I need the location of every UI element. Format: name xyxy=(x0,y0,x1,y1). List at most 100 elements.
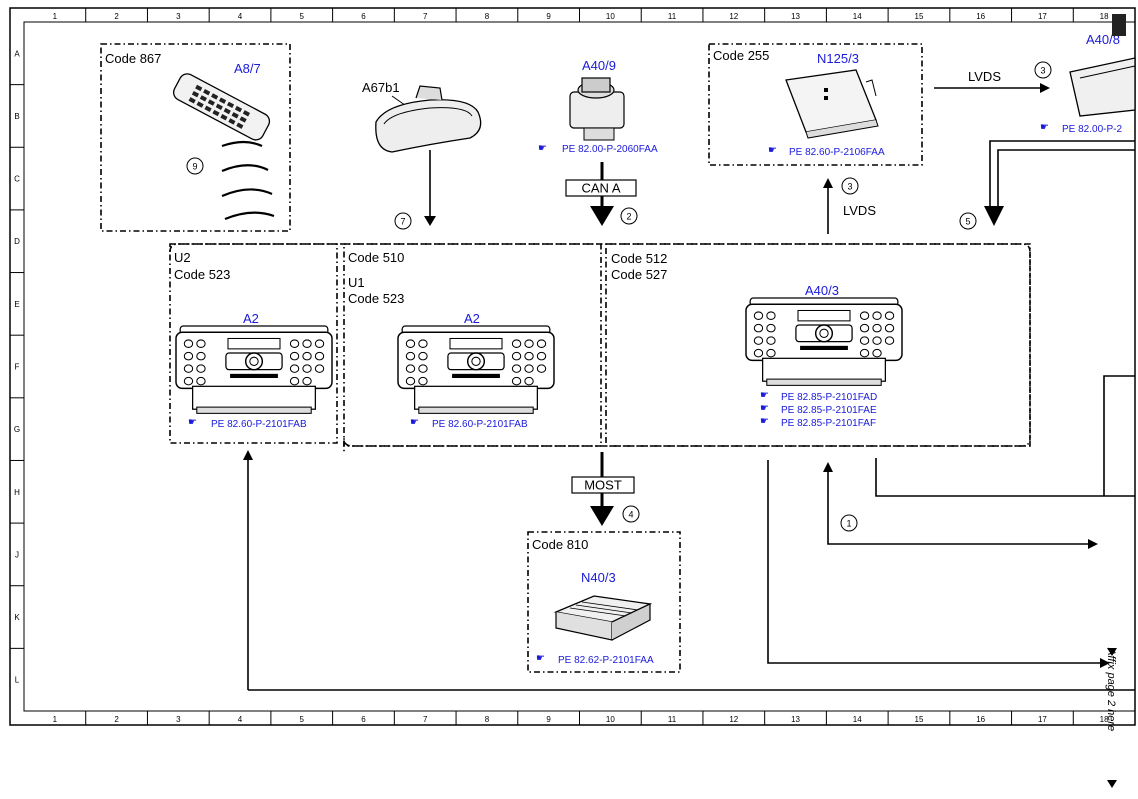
radio-u2-line2: Code 523 xyxy=(174,267,230,282)
callout-3-side xyxy=(841,177,859,195)
n125-id: N125/3 xyxy=(817,51,859,66)
controller-id: A40/9 xyxy=(582,58,616,73)
grid-col-top: 4 xyxy=(238,12,243,21)
radio-u1-line1: Code 510 xyxy=(348,250,404,265)
amp-ref-icon: ☛ xyxy=(536,653,545,664)
remote-code: Code 867 xyxy=(105,51,161,66)
display-ref-icon: ☛ xyxy=(1040,122,1049,133)
line-1-arrowhead xyxy=(1100,658,1110,668)
n125-module-icon xyxy=(785,69,879,139)
callout-4 xyxy=(622,505,640,523)
grid-col-bottom: 11 xyxy=(668,715,677,724)
callout-5 xyxy=(959,212,977,230)
radio-u1-line2: U1 xyxy=(348,275,365,290)
radio-u1-id: A2 xyxy=(464,311,480,326)
n125-ref: PE 82.60-P-2106FAA xyxy=(789,147,885,158)
grid-row-label: F xyxy=(15,363,20,372)
line-from-headunit-1 xyxy=(767,460,1103,664)
headunit-ref-icon-2: ☛ xyxy=(760,403,769,414)
affix-note: Affix page 2 here xyxy=(1105,647,1117,731)
grid-col-top: 5 xyxy=(300,12,305,21)
controller-icon xyxy=(569,77,625,141)
ir-waves-icon xyxy=(221,140,275,221)
grid-col-bottom: 14 xyxy=(853,715,862,724)
most-label-box xyxy=(571,476,635,494)
headunit-icon xyxy=(745,297,903,386)
grid-col-top: 8 xyxy=(485,12,490,21)
line-callout-1 xyxy=(827,470,1092,545)
grid-col-bottom: 6 xyxy=(361,715,366,724)
headunit-ref-icon-3: ☛ xyxy=(760,416,769,427)
radio-u1-ref-icon: ☛ xyxy=(410,417,419,428)
grid-col-bottom: 4 xyxy=(238,715,243,724)
grid-col-top: 18 xyxy=(1100,12,1109,21)
grid-row-label: A xyxy=(14,49,20,58)
radio-u2-id: A2 xyxy=(243,311,259,326)
amp-id: N40/3 xyxy=(581,570,616,585)
callout-5-label: 5 xyxy=(965,217,970,227)
grid-col-top: 9 xyxy=(546,12,551,21)
line-from-headunit-2 xyxy=(875,458,1135,497)
grid-col-bottom: 8 xyxy=(485,715,490,724)
affix-arrow-bottom xyxy=(1107,780,1117,788)
n125-ref-icon: ☛ xyxy=(768,145,777,156)
lvds-side-label: LVDS xyxy=(843,203,876,218)
line-callout-1-arrowhead-up xyxy=(823,462,833,472)
radio-u2-ref-icon: ☛ xyxy=(188,417,197,428)
grid-col-top: 15 xyxy=(915,12,924,21)
controller-ref: PE 82.00-P-2060FAA xyxy=(562,144,658,155)
grid-col-top: 1 xyxy=(53,12,58,21)
amp-code: Code 810 xyxy=(532,537,588,552)
grid-col-bottom: 1 xyxy=(53,715,58,724)
n125-box xyxy=(708,43,923,166)
bus-5-arrowhead xyxy=(984,206,1004,226)
grid-col-bottom: 9 xyxy=(546,715,551,724)
headunit-ref-icon-1: ☛ xyxy=(760,390,769,401)
radio-u1-line3: Code 523 xyxy=(348,291,404,306)
grid-col-bottom: 7 xyxy=(423,715,428,724)
grid-col-bottom: 2 xyxy=(114,715,119,724)
callout-1 xyxy=(840,514,858,532)
controller-ref-icon: ☛ xyxy=(538,143,547,154)
grid-col-top: 2 xyxy=(114,12,119,21)
grid-col-top: 17 xyxy=(1038,12,1047,21)
page-corner-marker xyxy=(1112,14,1126,36)
bus-5-outer xyxy=(989,140,1135,206)
amp-box xyxy=(527,531,681,673)
can-arrowhead xyxy=(590,206,614,226)
can-label-box xyxy=(565,179,637,197)
grid-col-bottom: 10 xyxy=(606,715,615,724)
headunit-box xyxy=(605,243,1031,447)
mirror-arrowhead xyxy=(424,216,436,226)
grid-col-bottom: 18 xyxy=(1100,715,1109,724)
radio-u1-icon xyxy=(397,325,555,414)
line-from-right xyxy=(1103,375,1135,496)
n125-code: Code 255 xyxy=(713,48,769,63)
grid-row-label: L xyxy=(15,676,20,685)
radio-u1-ref: PE 82.60-P-2101FAB xyxy=(432,419,528,430)
lvds-top-arrowhead xyxy=(1040,83,1050,93)
grid-col-top: 16 xyxy=(976,12,985,21)
grid-row-label: C xyxy=(14,175,20,184)
remote-id: A8/7 xyxy=(234,61,261,76)
return-arrowhead-left xyxy=(243,450,253,460)
lvds-side-arrowhead xyxy=(823,178,833,188)
grid-row-label: G xyxy=(14,425,20,434)
display-ref: PE 82.00-P-2 xyxy=(1062,124,1122,135)
grid-col-top: 14 xyxy=(853,12,862,21)
grid-col-top: 12 xyxy=(729,12,738,21)
grid-col-top: 6 xyxy=(361,12,366,21)
most-label: MOST xyxy=(584,478,622,493)
grid-col-top: 7 xyxy=(423,12,428,21)
headunit-ref-3: PE 82.85-P-2101FAF xyxy=(781,418,876,429)
remote-box xyxy=(100,43,291,232)
lvds-top-label: LVDS xyxy=(968,69,1001,84)
grid-row-label: J xyxy=(15,550,19,559)
radio-u2-line1: U2 xyxy=(174,250,191,265)
grid-row-label: E xyxy=(14,300,19,309)
callout-3-side-label: 3 xyxy=(847,182,852,192)
callout-7-label: 7 xyxy=(400,217,405,227)
mirror-id: A67b1 xyxy=(362,80,400,95)
grid-col-top: 11 xyxy=(668,12,677,21)
grid-col-top: 3 xyxy=(176,12,181,21)
